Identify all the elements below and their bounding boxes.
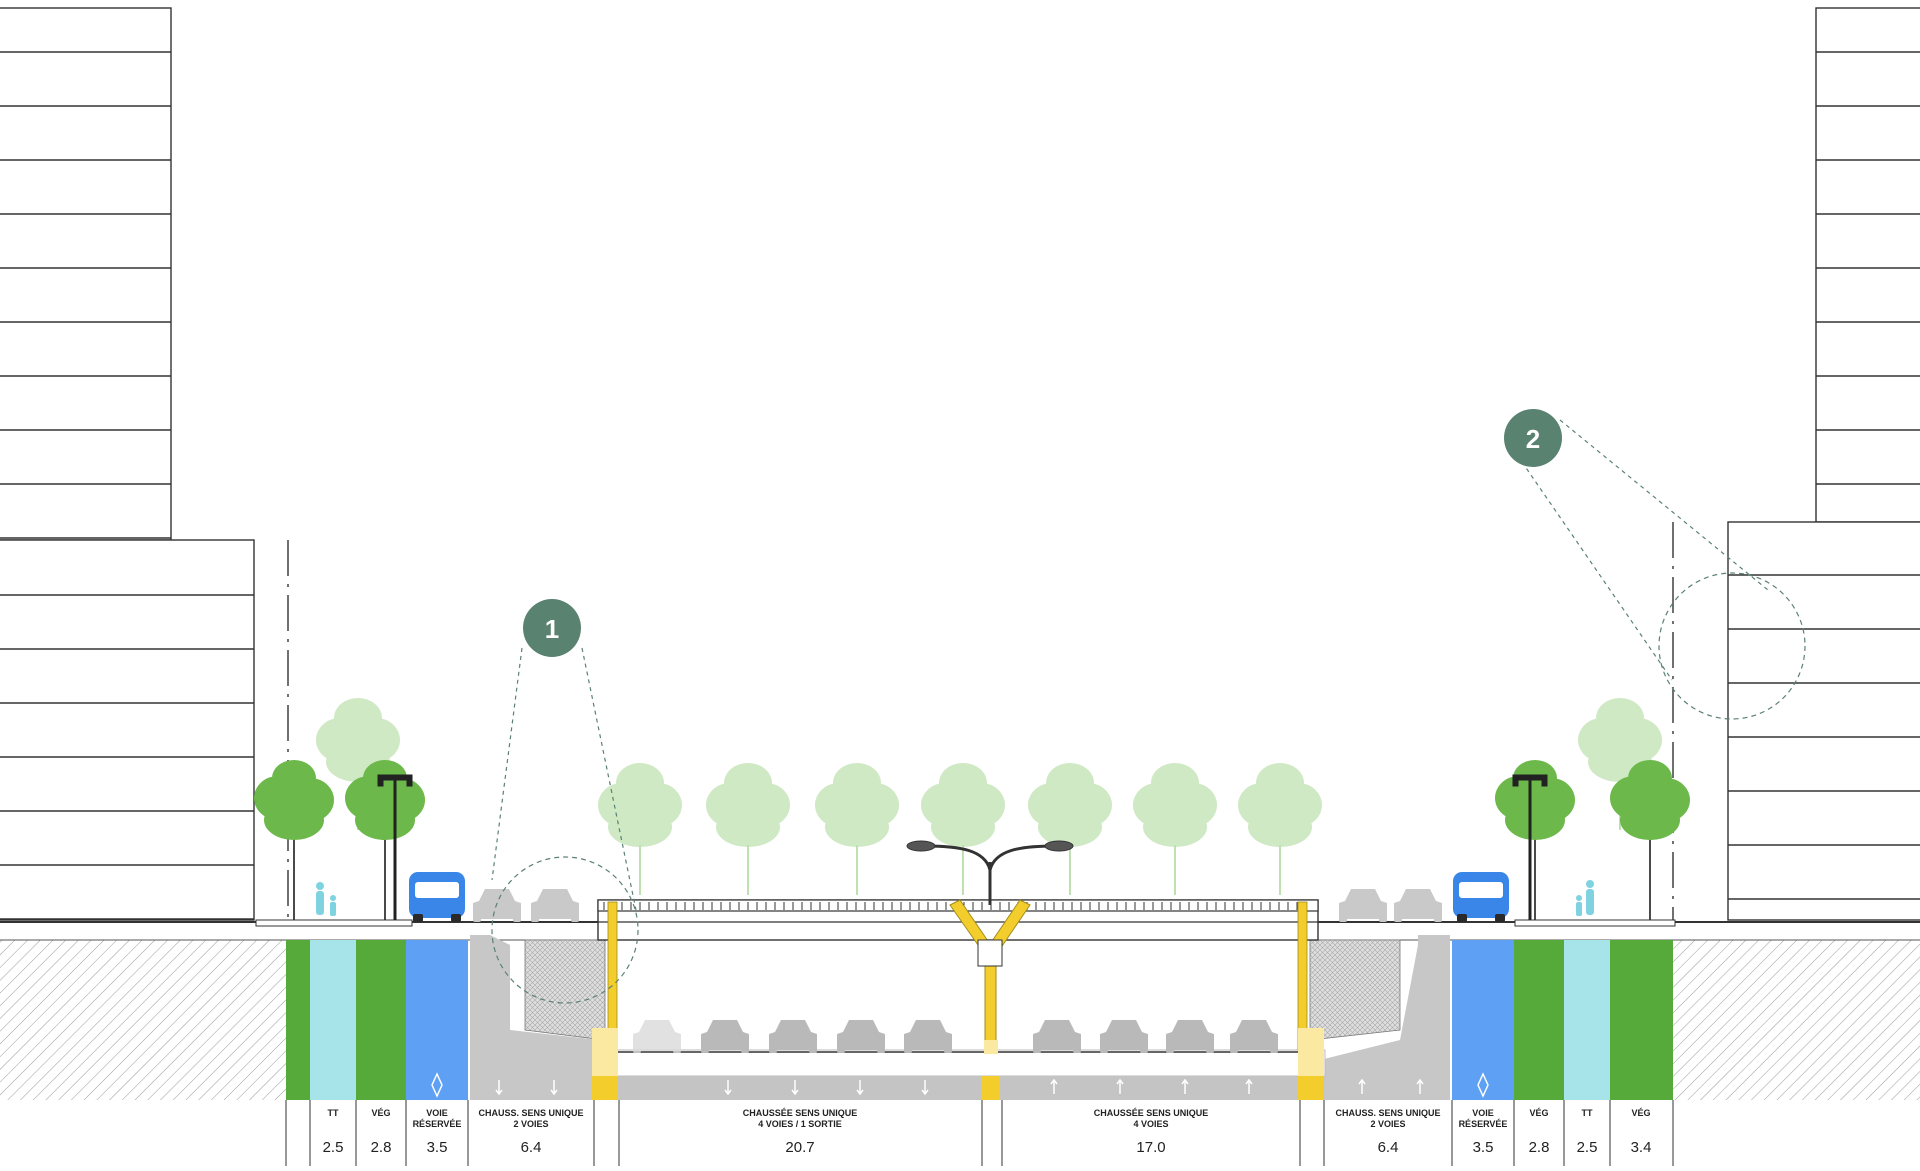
segment-label: VOIE	[1472, 1108, 1494, 1118]
bus-left	[409, 872, 465, 922]
background-tree	[921, 763, 1005, 847]
callout-2: 2	[1504, 409, 1806, 720]
segment-label: CHAUSSÉE SENS UNIQUE	[743, 1108, 858, 1118]
background-tree	[706, 763, 790, 847]
segment-sublabel: RÉSERVÉE	[413, 1119, 462, 1129]
pedestrians-left	[316, 882, 336, 916]
background-tree	[598, 763, 682, 847]
background-tree	[1133, 763, 1217, 847]
segment-label: VÉG	[1529, 1108, 1548, 1118]
lane-arrow-head	[921, 1089, 929, 1096]
segment-label: TT	[328, 1108, 339, 1118]
segment-width: 2.5	[323, 1139, 344, 1156]
street-strip	[286, 940, 310, 1100]
street-strips	[255, 919, 1676, 1100]
segment-width: 3.5	[1473, 1139, 1494, 1156]
segment-sublabel: RÉSERVÉE	[1459, 1119, 1508, 1129]
ground-hatch-left	[0, 940, 288, 1100]
segment-width: 3.4	[1631, 1139, 1652, 1156]
street-trees	[254, 760, 1690, 920]
segment-sublabel: 4 VOIES	[1133, 1119, 1168, 1129]
segment-width: 2.8	[1529, 1139, 1550, 1156]
segment-width: 2.8	[371, 1139, 392, 1156]
segment-label: CHAUSS. SENS UNIQUE	[1335, 1108, 1440, 1118]
street-light-left	[377, 774, 413, 920]
lane-arrow-head	[1116, 1078, 1124, 1085]
building-left-lower	[0, 539, 255, 921]
segment-width: 2.5	[1577, 1139, 1598, 1156]
street-strip	[406, 940, 468, 1100]
car	[1394, 889, 1442, 922]
street-tree	[1495, 760, 1575, 840]
segment-label: TT	[1582, 1108, 1593, 1118]
callout-1: 1	[491, 599, 639, 1004]
lane-arrow-head	[856, 1089, 864, 1096]
street-strip	[310, 940, 356, 1100]
segment-label: CHAUSS. SENS UNIQUE	[478, 1108, 583, 1118]
street-strip	[1452, 940, 1514, 1100]
marker-2-badge	[1504, 409, 1562, 467]
central-lamp	[906, 840, 1074, 905]
pedestrians-right	[1576, 880, 1594, 916]
railing	[603, 902, 1307, 910]
segment-label: VOIE	[426, 1108, 448, 1118]
segment-sublabel: 2 VOIES	[1370, 1119, 1405, 1129]
sidewalk-right	[1514, 919, 1676, 927]
street-light-right	[1512, 774, 1548, 920]
segment-width: 17.0	[1136, 1139, 1165, 1156]
lane-arrow-head	[1050, 1078, 1058, 1085]
ground-hatch-right	[1673, 940, 1920, 1100]
lane-arrow-head	[724, 1089, 732, 1096]
marker-2-number: 2	[1526, 424, 1540, 454]
lane-arrow-head	[791, 1089, 799, 1096]
segment-label: VÉG	[371, 1108, 390, 1118]
car	[1339, 889, 1387, 922]
vehicles	[473, 889, 1442, 1096]
tunnel-structure	[470, 840, 1450, 1100]
reserved-lane-diamond	[431, 1072, 443, 1098]
segment-width: 3.5	[427, 1139, 448, 1156]
car	[473, 889, 521, 922]
marker-1-badge	[523, 599, 581, 657]
street-strip	[1564, 940, 1610, 1100]
lane-arrow-head	[1416, 1078, 1424, 1085]
segment-label: VÉG	[1631, 1108, 1650, 1118]
sidewalk-left	[255, 919, 413, 927]
segment-sublabel: 4 VOIES / 1 SORTIE	[758, 1119, 842, 1129]
lane-arrow-head	[1358, 1078, 1366, 1085]
lane-arrow-head	[1245, 1078, 1253, 1085]
segment-width: 6.4	[521, 1139, 542, 1156]
street-strip	[1610, 940, 1673, 1100]
bus-right	[1453, 872, 1509, 922]
street-strip	[1514, 940, 1564, 1100]
building-left-upper	[0, 7, 172, 541]
marker-1-number: 1	[545, 614, 559, 644]
background-tree	[1028, 763, 1112, 847]
street-strip	[356, 940, 406, 1100]
background-tree	[1238, 763, 1322, 847]
segment-width: 20.7	[785, 1139, 814, 1156]
segment-width: 6.4	[1378, 1139, 1399, 1156]
street-tree	[254, 760, 334, 840]
building-right-upper	[1815, 7, 1920, 523]
lane-arrow-head	[495, 1089, 503, 1096]
lane-arrow-head	[1181, 1078, 1189, 1085]
car	[531, 889, 579, 922]
building-right-lower	[1727, 521, 1920, 921]
lane-arrow-head	[550, 1089, 558, 1096]
segment-label: CHAUSSÉE SENS UNIQUE	[1094, 1108, 1209, 1118]
segment-sublabel: 2 VOIES	[513, 1119, 548, 1129]
reserved-lane-diamond	[1477, 1072, 1489, 1098]
background-tree	[815, 763, 899, 847]
